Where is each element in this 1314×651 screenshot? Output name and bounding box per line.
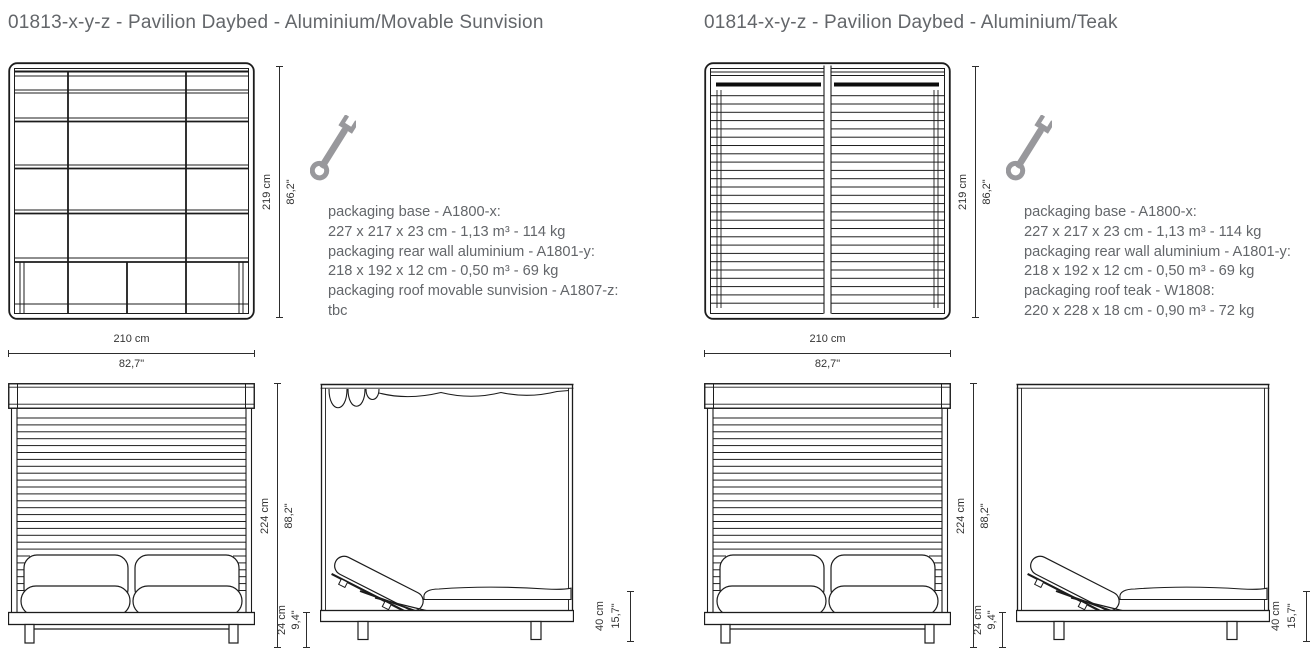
dim-height-in: 86,2"	[285, 179, 297, 205]
dim-height-cm: 219 cm	[957, 173, 969, 211]
packaging-line: packaging rear wall aluminium - A1801-y:	[328, 243, 595, 260]
seat-height-dimension: 40 cm 15,7"	[1268, 588, 1314, 644]
base-height-dimension: 24 cm 9,4"	[274, 592, 312, 648]
rear-view-drawing	[8, 383, 255, 645]
packaging-line: packaging roof movable sunvision - A1807…	[328, 283, 619, 300]
dim-seat-height-in: 15,7"	[610, 603, 622, 629]
base-height-dimension: 24 cm 9,4"	[970, 592, 1008, 648]
dimension-line	[704, 350, 951, 357]
packaging-line: 218 x 192 x 12 cm - 0,50 m³ - 69 kg	[1024, 263, 1255, 280]
dim-width-cm: 210 cm	[809, 333, 846, 345]
height-dimension: 219 cm 86,2"	[954, 66, 1000, 318]
dimension-line	[303, 612, 310, 648]
dim-height-in: 86,2"	[981, 179, 993, 205]
dim-total-height-cm: 224 cm	[955, 497, 967, 534]
dim-width-in: 82,7"	[118, 358, 145, 370]
seat-height-dimension: 40 cm 15,7"	[592, 588, 638, 644]
product-title: 01813-x-y-z - Pavilion Daybed - Aluminiu…	[8, 12, 544, 33]
packaging-info: packaging base - A1800-x: 227 x 217 x 23…	[1024, 203, 1291, 322]
width-dimension: 210 cm 82,7"	[704, 332, 951, 372]
total-height-dimension: 224 cm 88,2"	[952, 383, 998, 648]
dimension-line	[8, 350, 255, 357]
product-panel-sunvision: 01813-x-y-z - Pavilion Daybed - Aluminiu…	[0, 0, 656, 651]
total-height-dimension: 224 cm 88,2"	[256, 383, 302, 648]
packaging-line: tbc	[328, 302, 348, 319]
dimension-line	[972, 66, 979, 318]
packaging-line: packaging rear wall aluminium - A1801-y:	[1024, 243, 1291, 260]
packaging-info: packaging base - A1800-x: 227 x 217 x 23…	[328, 203, 618, 322]
dim-seat-height-cm: 40 cm	[594, 601, 606, 631]
top-view-drawing-sunvision	[8, 62, 255, 320]
dim-seat-height-cm: 40 cm	[1270, 601, 1282, 631]
packaging-line: packaging base - A1800-x:	[1024, 204, 1197, 220]
dim-base-height-in: 9,4"	[986, 610, 998, 630]
dim-height-cm: 219 cm	[261, 173, 273, 211]
dimension-line	[999, 612, 1006, 648]
dim-base-height-cm: 24 cm	[276, 605, 288, 635]
wrench-icon	[1006, 114, 1052, 182]
dimension-line	[276, 66, 283, 318]
dimension-line	[1303, 591, 1310, 642]
dim-seat-height-in: 15,7"	[1286, 603, 1298, 629]
top-view-drawing-teak	[704, 62, 951, 320]
packaging-line: 218 x 192 x 12 cm - 0,50 m³ - 69 kg	[328, 263, 559, 280]
rear-view-drawing	[704, 383, 951, 645]
product-title: 01814-x-y-z - Pavilion Daybed - Aluminiu…	[704, 12, 1118, 33]
dim-width-in: 82,7"	[814, 358, 841, 370]
width-dimension: 210 cm 82,7"	[8, 332, 255, 372]
wrench-icon	[310, 114, 356, 182]
dimension-line	[970, 383, 977, 648]
dim-width-cm: 210 cm	[113, 333, 150, 345]
dim-total-height-in: 88,2"	[979, 502, 991, 529]
dim-total-height-cm: 224 cm	[259, 497, 271, 534]
height-dimension: 219 cm 86,2"	[258, 66, 304, 318]
packaging-line: packaging base - A1800-x:	[328, 204, 501, 220]
dimension-line	[627, 591, 634, 642]
side-view-drawing-sunvision	[320, 383, 574, 645]
packaging-line: packaging roof teak - W1808:	[1024, 283, 1215, 300]
packaging-line: 227 x 217 x 23 cm - 1,13 m³ - 114 kg	[328, 223, 566, 240]
dimension-line	[274, 383, 281, 648]
dim-total-height-in: 88,2"	[283, 502, 295, 529]
dim-base-height-cm: 24 cm	[972, 605, 984, 635]
packaging-line: 220 x 228 x 18 cm - 0,90 m³ - 72 kg	[1024, 302, 1255, 319]
side-view-drawing-teak	[1016, 383, 1270, 645]
dim-base-height-in: 9,4"	[290, 610, 302, 630]
product-panel-teak: 01814-x-y-z - Pavilion Daybed - Aluminiu…	[696, 0, 1314, 651]
packaging-line: 227 x 217 x 23 cm - 1,13 m³ - 114 kg	[1024, 223, 1262, 240]
